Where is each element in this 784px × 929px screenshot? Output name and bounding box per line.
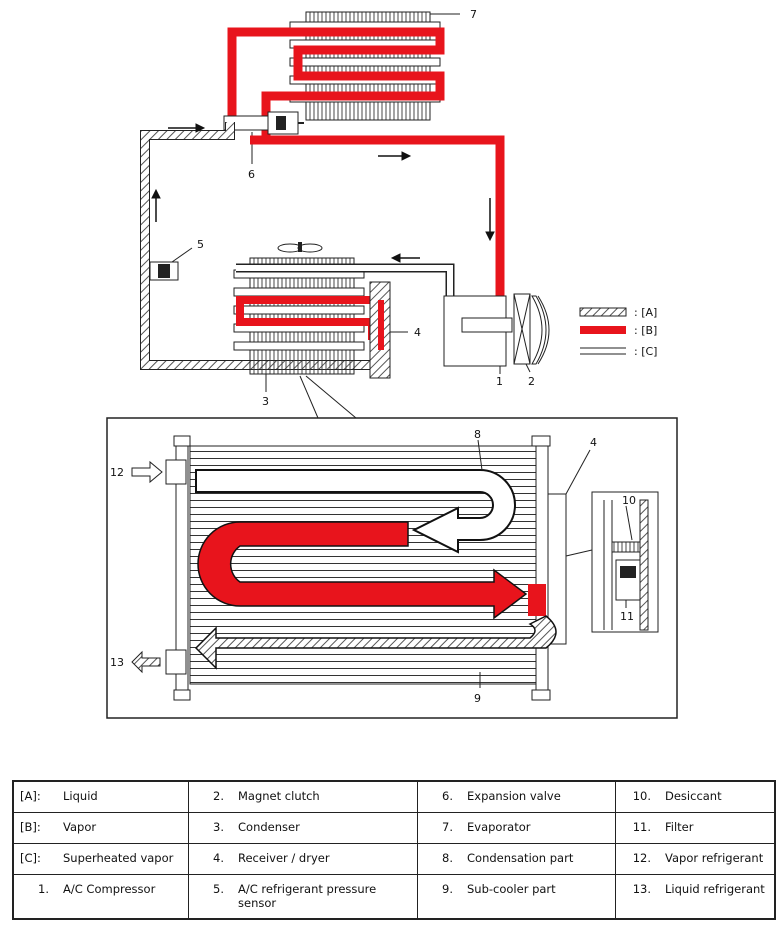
legend-value: A/C Compressor <box>53 873 189 920</box>
callout-1: 1 <box>496 375 503 388</box>
cooling-fan-icon <box>277 242 323 253</box>
line-type-key: : [A] : [B] : [C] <box>579 306 657 358</box>
legend-value: Superheated vapor <box>53 842 189 875</box>
legend-value: Condenser <box>228 811 418 844</box>
legend-key: 6. <box>416 780 457 813</box>
callout-3: 3 <box>262 395 269 408</box>
key-vapor: : [B] <box>634 324 657 337</box>
legend-key: 2. <box>187 780 228 813</box>
callout-4-detail: 4 <box>590 436 597 449</box>
legend-key: 3. <box>187 811 228 844</box>
legend-key: 11. <box>614 811 655 844</box>
legend-key: 7. <box>416 811 457 844</box>
callout-11: 11 <box>620 610 634 623</box>
callout-7: 7 <box>470 8 477 21</box>
receiver-inset <box>565 491 659 633</box>
legend-key: [C]: <box>12 842 53 875</box>
key-liquid: : [A] <box>634 306 657 319</box>
legend-value: Receiver / dryer <box>228 842 418 875</box>
legend-key: 13. <box>614 873 655 920</box>
condenser <box>233 257 376 375</box>
legend-key: 8. <box>416 842 457 875</box>
ac-refrigerant-cycle-diagram: 7 6 5 3 4 <box>106 8 678 719</box>
legend-key: 1. <box>12 873 53 920</box>
callout-8: 8 <box>474 428 481 441</box>
flow-arrows <box>151 123 495 263</box>
magnet-clutch <box>513 293 550 365</box>
vapor-line-to-compressor <box>250 135 505 320</box>
evaporator-vapor-coil <box>227 27 445 138</box>
receiver-dryer <box>369 281 391 379</box>
condensation-flow-arrows <box>194 469 557 670</box>
evaporator <box>227 11 445 138</box>
legend-value: Evaporator <box>457 811 616 844</box>
legend-value: Condensation part <box>457 842 616 875</box>
legend-key: 12. <box>614 842 655 875</box>
legend-value: Vapor <box>53 811 189 844</box>
legend-value: Liquid <box>53 780 189 813</box>
pressure-sensor <box>149 261 179 281</box>
callout-4-top: 4 <box>414 326 421 339</box>
callout-5: 5 <box>197 238 204 251</box>
key-superheated: : [C] <box>634 345 657 358</box>
legend-key: 5. <box>187 873 228 920</box>
legend-value: Liquid refrigerant <box>655 873 776 920</box>
callout-13: 13 <box>110 656 124 669</box>
legend-value: Desiccant <box>655 780 776 813</box>
legend-value: Filter <box>655 811 776 844</box>
legend-value: Magnet clutch <box>228 780 418 813</box>
legend-value: Vapor refrigerant <box>655 842 776 875</box>
ac-compressor <box>443 295 513 367</box>
expansion-valve <box>223 111 304 135</box>
callout-9: 9 <box>474 692 481 705</box>
legend-value: Sub-cooler part <box>457 873 616 920</box>
flow-direction-icons <box>131 460 163 674</box>
callout-6: 6 <box>248 168 255 181</box>
legend-key: [A]: <box>12 780 53 813</box>
callout-10: 10 <box>622 494 636 507</box>
legend-key: 9. <box>416 873 457 920</box>
legend-key: 4. <box>187 842 228 875</box>
legend-key: [B]: <box>12 811 53 844</box>
legend-value: Expansion valve <box>457 780 616 813</box>
legend-value: A/C refrigerant pressure sensor <box>228 873 418 920</box>
legend-key: 10. <box>614 780 655 813</box>
callout-2: 2 <box>528 375 535 388</box>
callout-12: 12 <box>110 466 124 479</box>
